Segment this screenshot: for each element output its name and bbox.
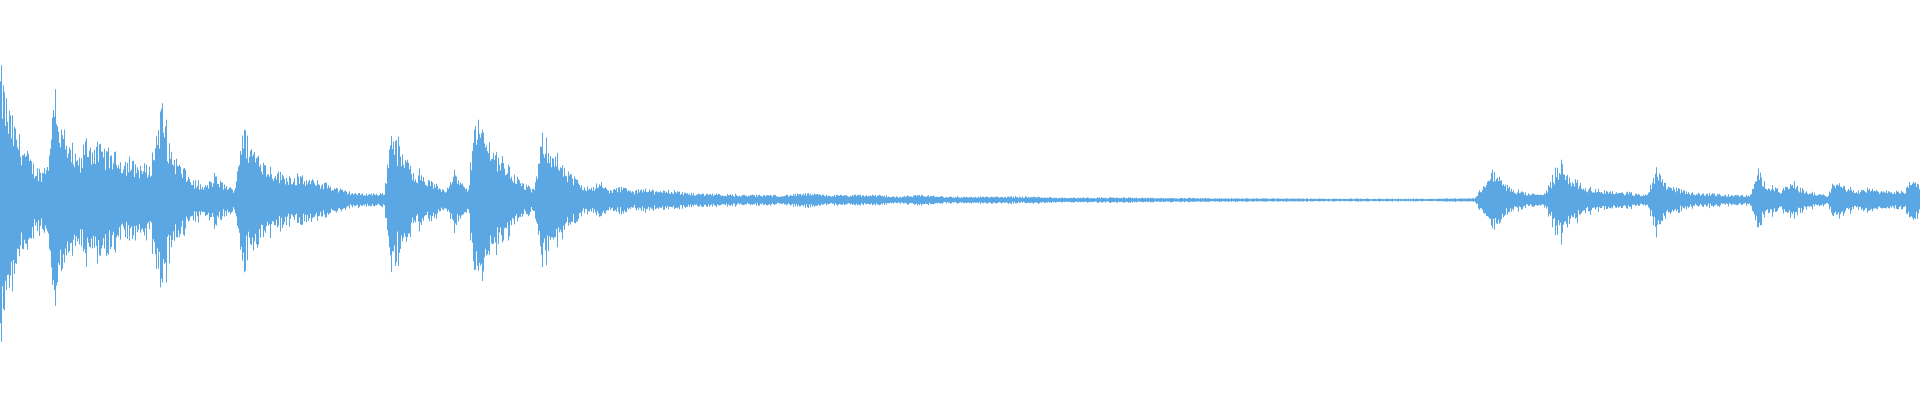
waveform-samples <box>0 65 1920 342</box>
waveform-path <box>0 65 1920 342</box>
